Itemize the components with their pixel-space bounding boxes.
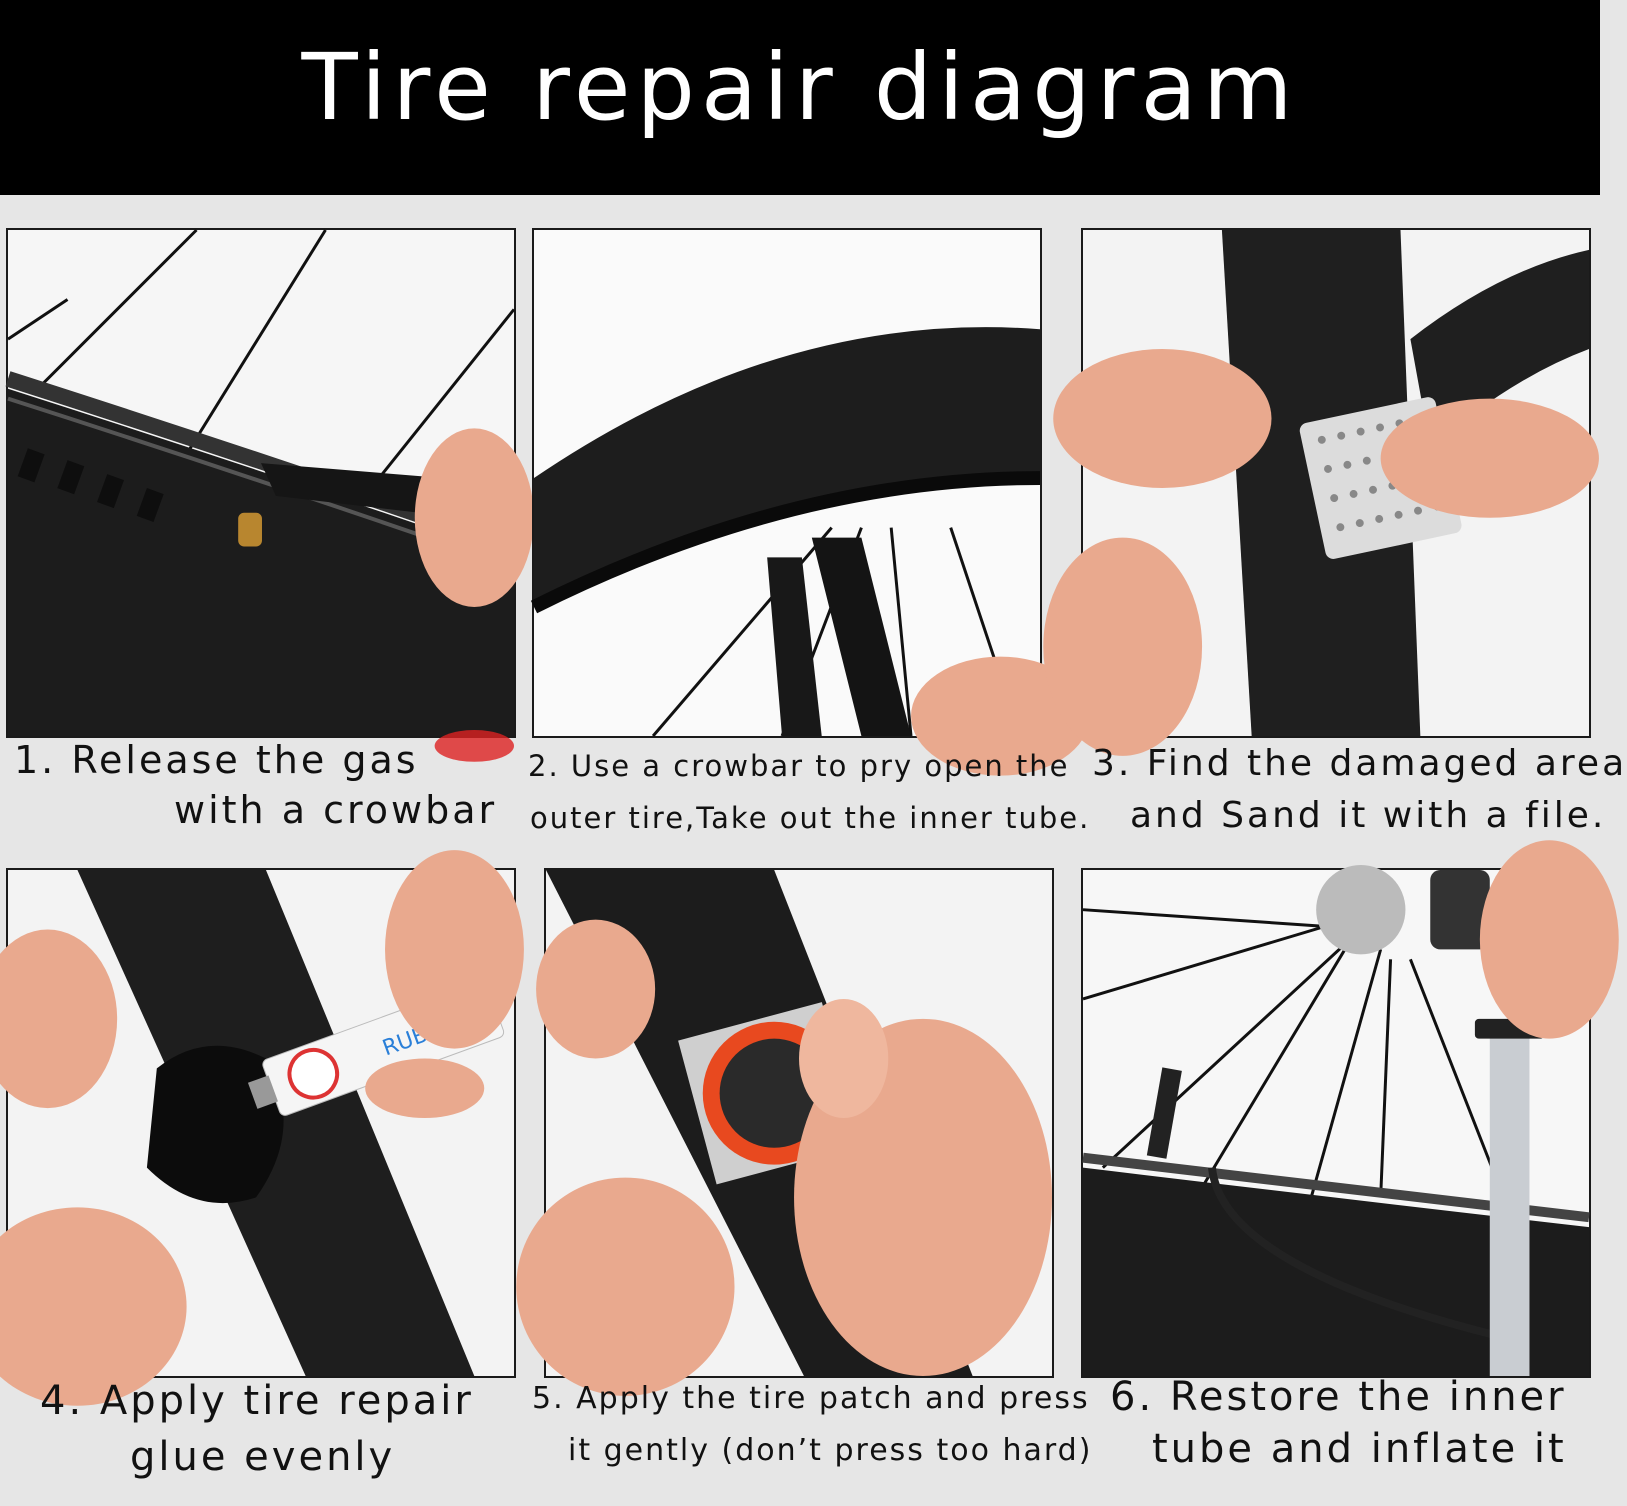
step-5-caption: 5. Apply the tire patch and press it gen…	[532, 1373, 1092, 1477]
sanding-file-icon	[1043, 230, 1599, 756]
crowbar-on-rim-icon	[5, 228, 534, 762]
step-5-line2: it gently (don’t press too hard)	[568, 1433, 1093, 1468]
step-1-caption: 1. Release the gas with a crowbar	[14, 735, 497, 835]
tire-patch-icon	[516, 870, 1052, 1396]
step-1-line1: 1. Release the gas	[14, 738, 419, 782]
step-6-caption: 6. Restore the inner tube and inflate it	[1110, 1371, 1567, 1475]
step-3-line2: and Sand it with a file.	[1130, 795, 1607, 836]
step-4-line1: 4. Apply tire repair	[40, 1378, 474, 1424]
floor-pump-icon	[1082, 840, 1619, 1376]
tire-levers-icon	[530, 230, 1090, 776]
step-3-caption: 3. Find the damaged area and Sand it wit…	[1092, 738, 1627, 842]
step-2-line1: 2. Use a crowbar to pry open the	[528, 749, 1070, 783]
step-4-caption: 4. Apply tire repair glue evenly	[40, 1373, 474, 1485]
step-6-image	[1081, 840, 1619, 1378]
step-5-image	[516, 868, 1054, 1396]
step-5-line1: 5. Apply the tire patch and press	[532, 1381, 1090, 1416]
page-title: Tire repair diagram	[301, 34, 1299, 141]
step-2-line2: outer tire,Take out the inner tube.	[530, 801, 1091, 835]
step-6-line2: tube and inflate it	[1152, 1426, 1567, 1472]
step-3-image	[1043, 228, 1599, 756]
steps-grid: 1. Release the gas with a crowbar 2. Use…	[0, 195, 1624, 1506]
step-4-line2: glue evenly	[130, 1434, 396, 1480]
step-6-line1: 6. Restore the inner	[1110, 1374, 1567, 1420]
step-1-line2: with a crowbar	[174, 788, 498, 832]
step-4-image: RUBBER	[0, 850, 524, 1406]
step-3-line1: 3. Find the damaged area	[1092, 743, 1627, 784]
step-2-caption: 2. Use a crowbar to pry open the outer t…	[528, 740, 1090, 844]
title-banner: Tire repair diagram	[0, 0, 1600, 195]
glue-tube-icon: RUBBER	[0, 850, 524, 1406]
step-1-image	[5, 228, 534, 762]
step-2-image	[530, 228, 1090, 776]
